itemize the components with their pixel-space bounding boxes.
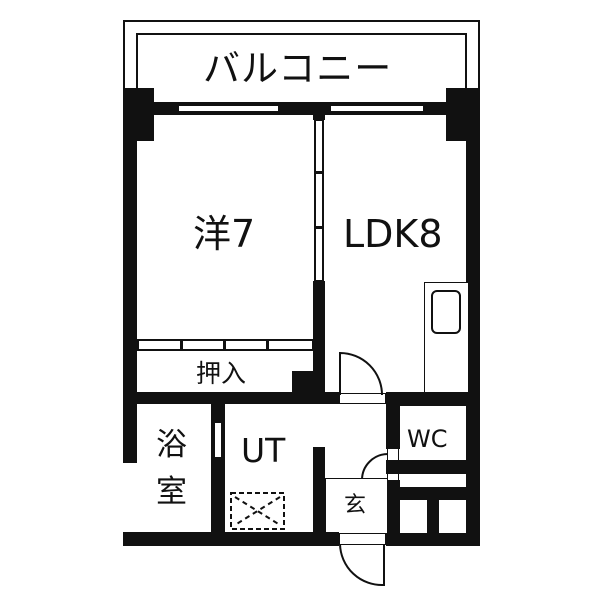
storage-bottom-wall bbox=[386, 533, 480, 546]
wc-bottom-wall bbox=[386, 460, 468, 474]
ut-entry-wall bbox=[313, 447, 325, 546]
ldk-door-swing-icon bbox=[339, 352, 383, 396]
ldk-door-threshold bbox=[339, 393, 386, 404]
entrance-door-threshold bbox=[339, 533, 386, 545]
kitchen-sink-icon bbox=[431, 290, 461, 334]
entrance-step bbox=[325, 478, 387, 534]
balcony-inner-rail bbox=[136, 33, 467, 110]
bath-label-line1: 浴 bbox=[156, 427, 187, 463]
storage-shelf-wall bbox=[400, 487, 466, 500]
closet-door-2 bbox=[181, 339, 225, 351]
western-room-label: 洋7 bbox=[193, 212, 256, 256]
closet-bottom-wall bbox=[123, 392, 340, 404]
balcony-label: バルコニー bbox=[203, 47, 393, 90]
window-ldk bbox=[329, 104, 425, 113]
entrance-door-swing-icon bbox=[339, 543, 385, 587]
partition-panel-2 bbox=[314, 172, 324, 228]
closet-corner-block bbox=[292, 371, 314, 393]
entry-left-wall bbox=[386, 480, 400, 546]
ldk-label: LDK8 bbox=[343, 212, 443, 256]
partition-wall bbox=[313, 281, 325, 402]
washing-machine-space-icon bbox=[230, 492, 285, 530]
wc-left-wall bbox=[386, 392, 400, 449]
entrance-label: 玄 bbox=[344, 493, 367, 518]
closet-label: 押入 bbox=[196, 359, 247, 388]
bottom-wall-left bbox=[123, 532, 339, 546]
partition-top bbox=[313, 112, 325, 120]
closet-door-4 bbox=[267, 339, 314, 351]
ldk-wall-stub bbox=[325, 392, 339, 404]
bath-label-line2: 室 bbox=[156, 474, 187, 510]
partition-panel-1 bbox=[314, 119, 324, 173]
partition-panel-3 bbox=[314, 227, 324, 282]
right-wall bbox=[466, 100, 480, 546]
left-wall bbox=[123, 100, 137, 463]
wc-top-wall bbox=[386, 392, 468, 406]
closet-door-3 bbox=[224, 339, 268, 351]
utility-label: UT bbox=[241, 431, 286, 470]
bath-door-panel bbox=[213, 421, 223, 459]
window-western bbox=[177, 104, 280, 113]
closet-door-1 bbox=[137, 339, 182, 351]
toilet-label: WC bbox=[407, 425, 448, 453]
